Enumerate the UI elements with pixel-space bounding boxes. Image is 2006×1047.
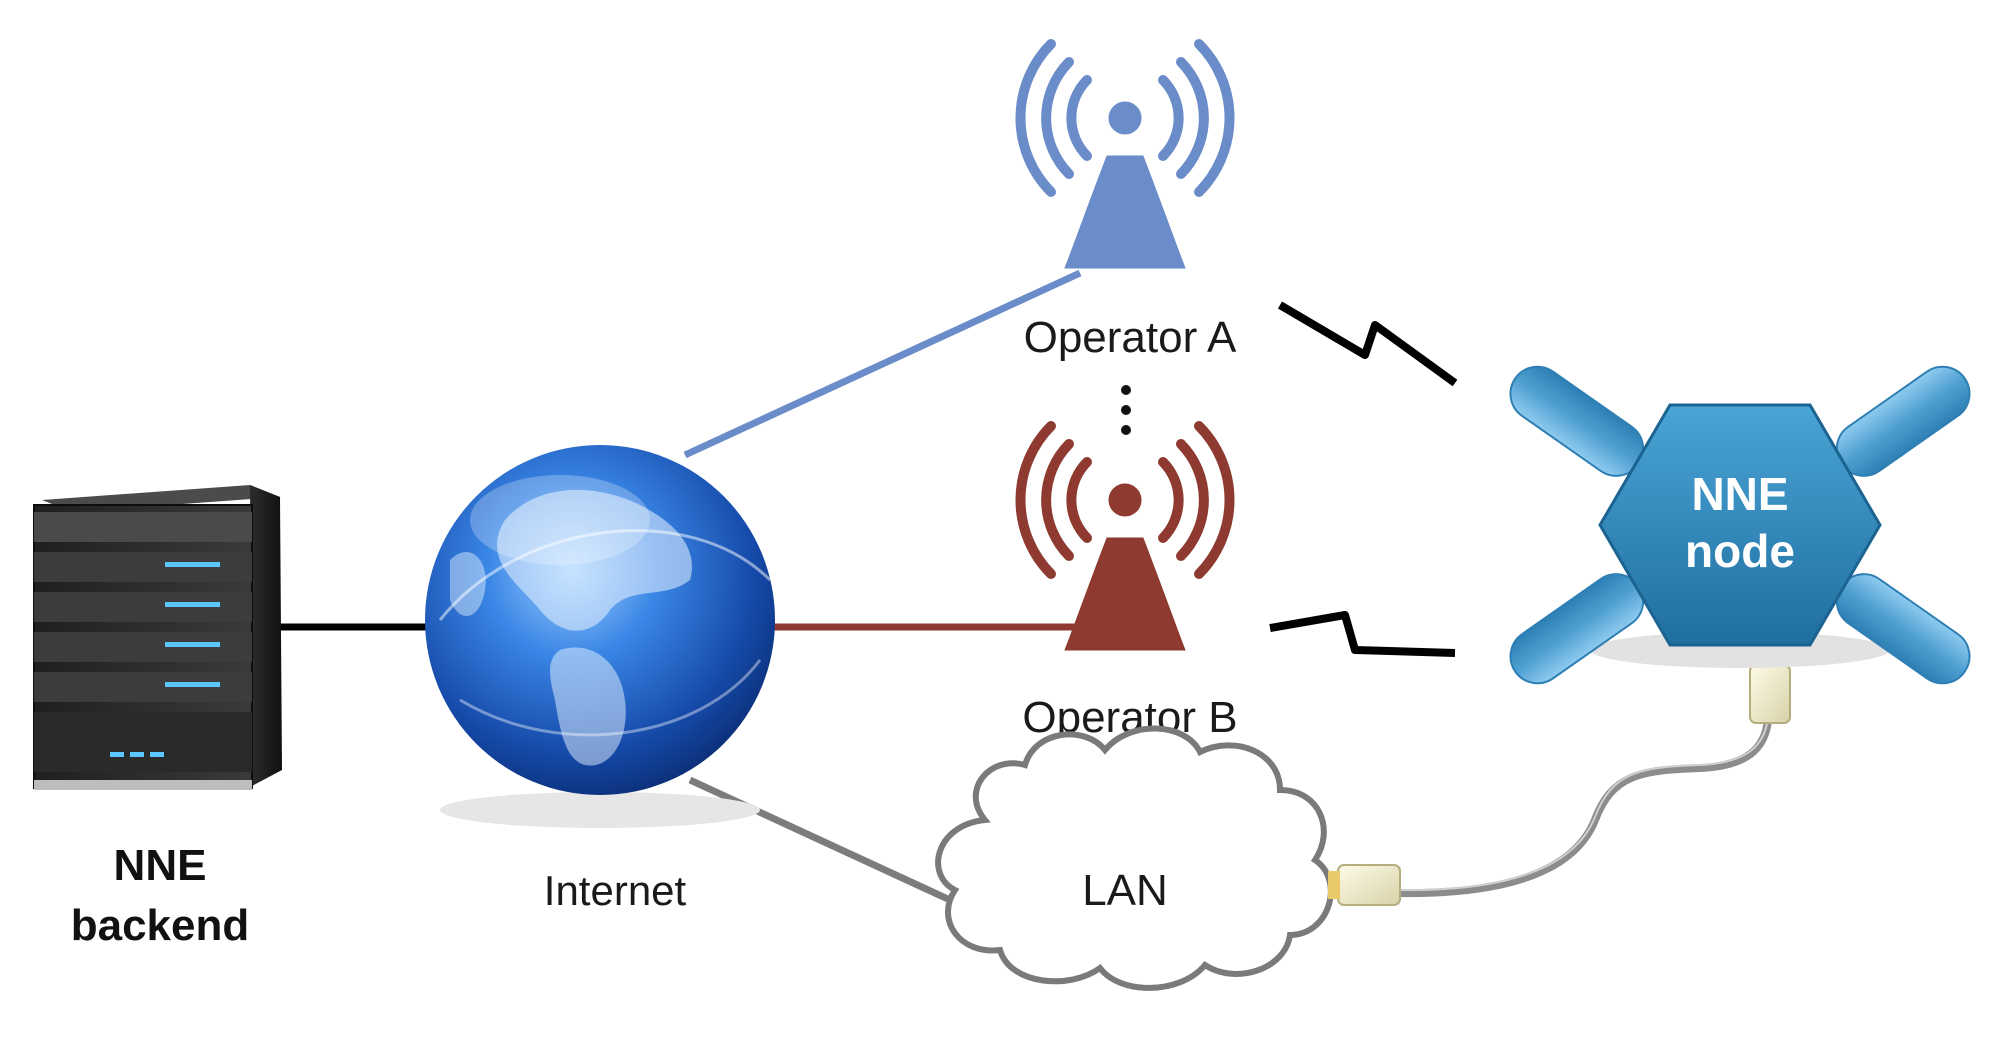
link-internet-operator-a — [683, 269, 1082, 459]
cable-lan-node — [1391, 716, 1772, 898]
node-label-line1: NNE — [1691, 468, 1788, 520]
cloud-icon — [935, 725, 1334, 991]
operator-a-label: Operator A — [1024, 313, 1237, 362]
node-label-line2: node — [1685, 525, 1795, 577]
globe-icon — [425, 445, 775, 828]
backend-label-line1: NNE — [114, 841, 207, 890]
internet-label: Internet — [544, 867, 687, 914]
server-icon — [33, 485, 282, 790]
cell-tower-icon — [1020, 426, 1229, 650]
ethernet-plug-icon — [1328, 864, 1401, 906]
cell-tower-icon — [1020, 44, 1229, 268]
lightning-link-icon — [1277, 301, 1458, 387]
backend-label-line2: backend — [71, 901, 250, 950]
operator-ellipsis — [1121, 385, 1131, 435]
lightning-link-icon — [1269, 611, 1456, 657]
hexagon-hub-icon — [1598, 403, 1882, 647]
lan-label: LAN — [1082, 866, 1168, 915]
nne-node — [1498, 355, 1982, 695]
link-internet-lan — [688, 776, 952, 904]
